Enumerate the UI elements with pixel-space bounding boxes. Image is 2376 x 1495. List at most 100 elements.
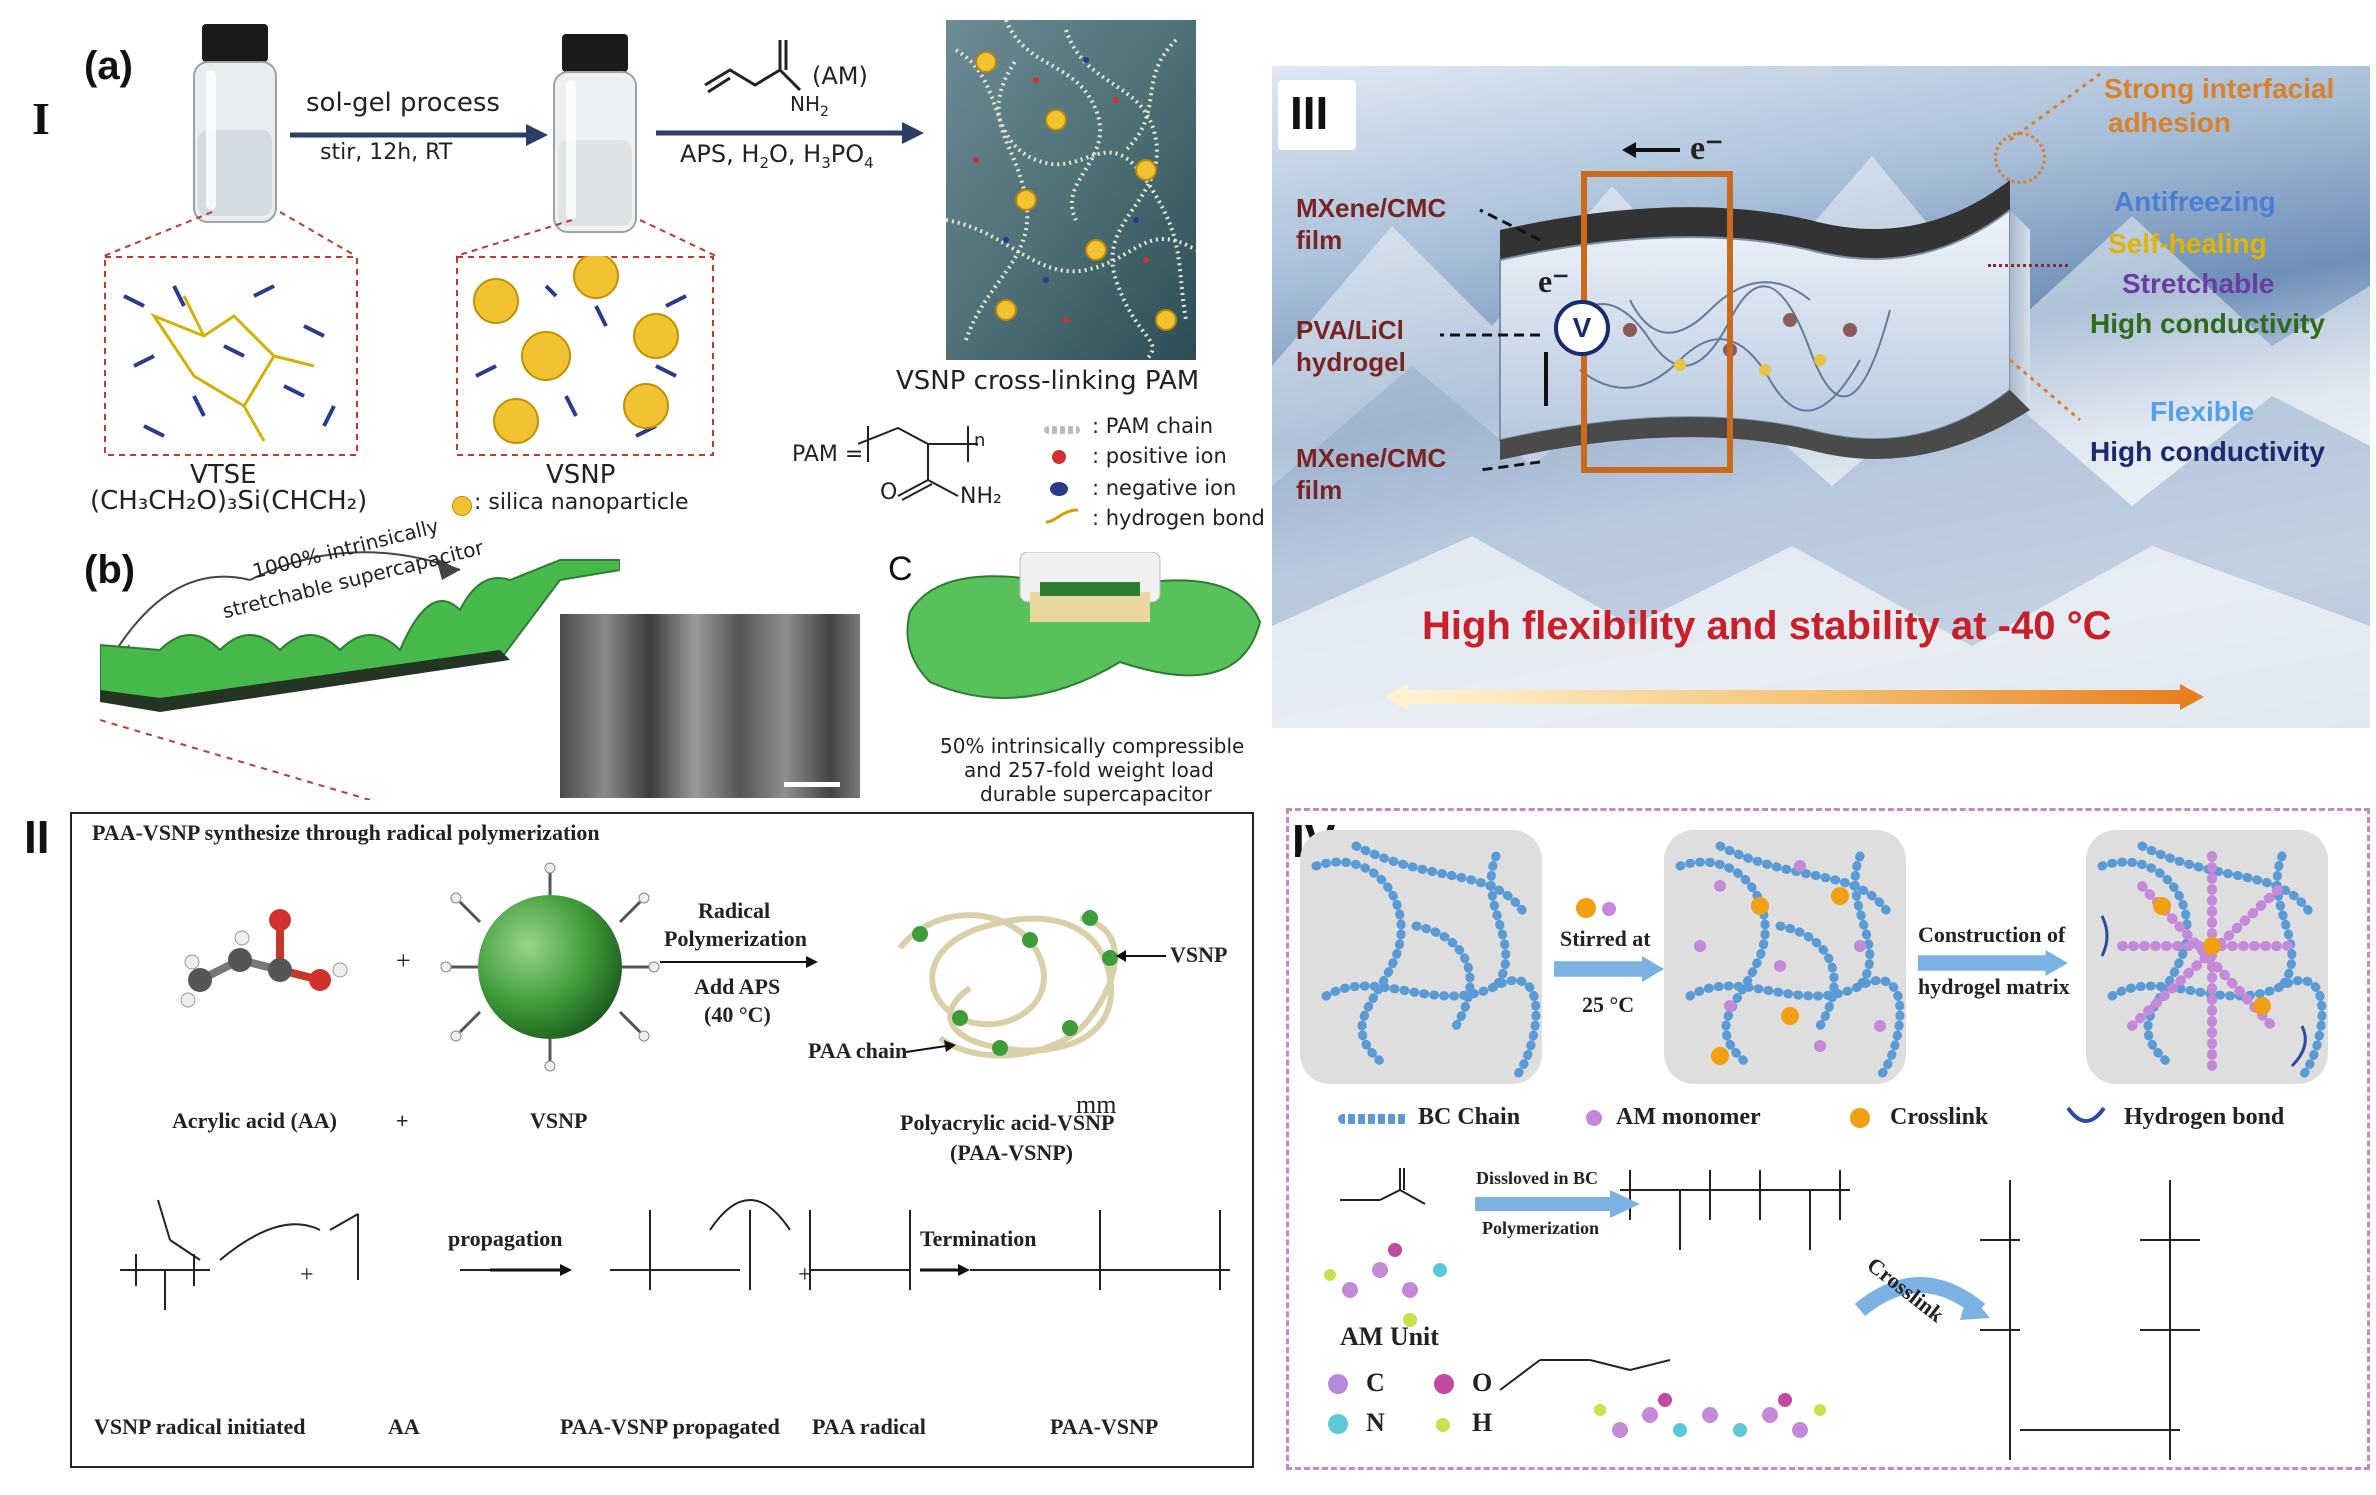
legend-hbond: : hydrogen bond <box>1092 506 1265 530</box>
step2-bottom-label: APS, H2O, H3PO4 <box>680 140 874 172</box>
stirred-label-1: Stirred at <box>1560 926 1651 952</box>
electron-label-top: e⁻ <box>1690 128 1723 168</box>
step2-sub4: 4 <box>864 154 874 172</box>
stir-dot-orange <box>1576 898 1596 918</box>
paa-chain-label: PAA chain <box>808 1038 907 1064</box>
polymerization-label: Polymerization <box>1482 1218 1599 1239</box>
vsnp-pointer-arrow <box>1116 948 1166 964</box>
stir-dot-purple <box>1602 902 1616 916</box>
sem-micrograph-image <box>560 614 860 798</box>
radical-arrow <box>660 952 820 972</box>
reaction-scheme <box>90 1170 1250 1370</box>
atom-n-label: N <box>1366 1408 1385 1438</box>
highcond-label-1: High conductivity <box>2090 308 2325 340</box>
scale-bar <box>784 782 840 787</box>
compress-text-3: durable supercapacitor <box>980 782 1212 806</box>
compress-text-2: and 257-fold weight load <box>964 758 1214 782</box>
compressible-supercapacitor-image <box>900 552 1270 722</box>
orange-dotted-arrows <box>1990 60 2110 440</box>
pva-label: PVA/LiClhydrogel <box>1296 314 1406 378</box>
silica-legend: : silica nanoparticle <box>474 490 689 515</box>
legend-negative-icon <box>1050 482 1068 496</box>
bc-network-box-2 <box>1660 826 1910 1088</box>
p2-plus-2: + <box>396 1108 409 1134</box>
vsnp-label-p2: VSNP <box>530 1108 587 1134</box>
vial-vsnp <box>540 30 650 240</box>
atom-h-label: H <box>1472 1408 1492 1438</box>
scheme-caption-1: VSNP radical initiated <box>94 1414 305 1440</box>
step2-tail: O, H <box>769 140 821 168</box>
product-label-2: (PAA-VSNP) <box>950 1140 1073 1166</box>
termination-label: Termination <box>920 1226 1037 1252</box>
legend-bc-chain: BC Chain <box>1418 1104 1520 1131</box>
silica-dot-icon <box>452 496 472 516</box>
radical-4: (40 °C) <box>704 1002 771 1028</box>
radical-3: Add APS <box>694 974 780 1000</box>
legend-am-monomer: AM monomer <box>1616 1104 1761 1131</box>
step2-sub3: 3 <box>821 154 831 172</box>
step2-aps: APS, H <box>680 140 759 168</box>
scheme-caption-2: AA <box>388 1414 420 1440</box>
paa-chain-pointer <box>906 1040 956 1060</box>
step2-sub2: 2 <box>759 154 769 172</box>
scheme-caption-3: PAA-VSNP propagated <box>560 1414 780 1440</box>
vsnp-box <box>456 256 714 456</box>
electron-arrow-top-head <box>1622 142 1636 158</box>
am-nh2-text: NH <box>790 92 820 116</box>
vtse-formula: (CH₃CH₂O)₃Si(CHCH₂) <box>90 486 367 516</box>
stretchable-label: Stretchable <box>2122 268 2275 300</box>
compress-text-1: 50% intrinsically compressible <box>940 734 1244 758</box>
construct-label-1: Construction of <box>1918 922 2065 948</box>
vial-vtse <box>180 20 290 230</box>
atom-c-label: C <box>1366 1368 1385 1398</box>
am-polymer-scheme <box>1300 1160 2360 1460</box>
pam-equals: PAM = <box>792 442 863 467</box>
am-label: (AM) <box>812 62 868 90</box>
panel-label-i: I <box>32 92 50 145</box>
legend-pam-chain-icon <box>1044 426 1080 434</box>
strong-l2: adhesion <box>2104 106 2334 140</box>
atom-c-dot <box>1328 1374 1348 1394</box>
label-pointer-arrows <box>1420 200 1550 480</box>
step2-tail2: PO <box>831 140 864 168</box>
legend-hydrogen-bond: Hydrogen bond <box>2124 1104 2284 1131</box>
step1-bottom-label: stir, 12h, RT <box>320 140 452 165</box>
dissolved-label: Dissloved in BC <box>1476 1168 1598 1189</box>
scheme-caption-5: PAA-VSNP <box>1050 1414 1158 1440</box>
vsnp-sphere-image <box>440 862 660 1072</box>
stirred-label-2: 25 °C <box>1582 992 1634 1018</box>
highcond-label-2: High conductivity <box>2090 436 2325 468</box>
panel-label-iii: III <box>1290 86 1328 140</box>
vtse-box <box>104 256 358 456</box>
p2-plus-1: + <box>396 946 411 976</box>
scheme-caption-4: PAA radical <box>812 1414 926 1440</box>
acrylic-acid-molecule <box>180 900 350 1010</box>
radical-1: Radical <box>698 898 770 924</box>
strong-l1: Strong interfacial <box>2104 72 2334 106</box>
pam-nh2: NH₂ <box>960 484 1002 509</box>
flexible-label: Flexible <box>2150 396 2254 428</box>
pam-o: O <box>880 480 897 505</box>
legend-pam-chain: : PAM chain <box>1092 414 1213 438</box>
vsnp-pointer-label: VSNP <box>1170 942 1227 968</box>
bc-network-box-1 <box>1296 826 1546 1088</box>
pva-l2: hydrogel <box>1296 346 1406 378</box>
legend-am-icon <box>1586 1110 1602 1126</box>
pva-l1: PVA/LiCl <box>1296 314 1406 346</box>
p2-plus-4: + <box>798 1262 812 1289</box>
atom-n-dot <box>1328 1414 1348 1434</box>
p2-title: PAA-VSNP synthesize through radical poly… <box>92 820 600 846</box>
p2-plus-3: + <box>300 1262 314 1289</box>
acrylic-acid-label: Acrylic acid (AA) <box>172 1108 337 1134</box>
legend-bc-chain-icon <box>1338 1114 1408 1124</box>
gel-caption: VSNP cross-linking PAM <box>896 366 1199 396</box>
legend-hbond-icon <box>1044 506 1080 526</box>
product-label-1: Polyacrylic acid-VSNP <box>900 1110 1114 1136</box>
vsnp-label: VSNP <box>546 460 615 490</box>
atom-h-dot <box>1436 1418 1450 1432</box>
antifreezing-label: Antifreezing <box>2114 186 2276 218</box>
legend-hbond-icon-p4 <box>2066 1104 2106 1128</box>
electron-arrow-top <box>1630 148 1680 152</box>
legend-negative: : negative ion <box>1092 476 1236 500</box>
